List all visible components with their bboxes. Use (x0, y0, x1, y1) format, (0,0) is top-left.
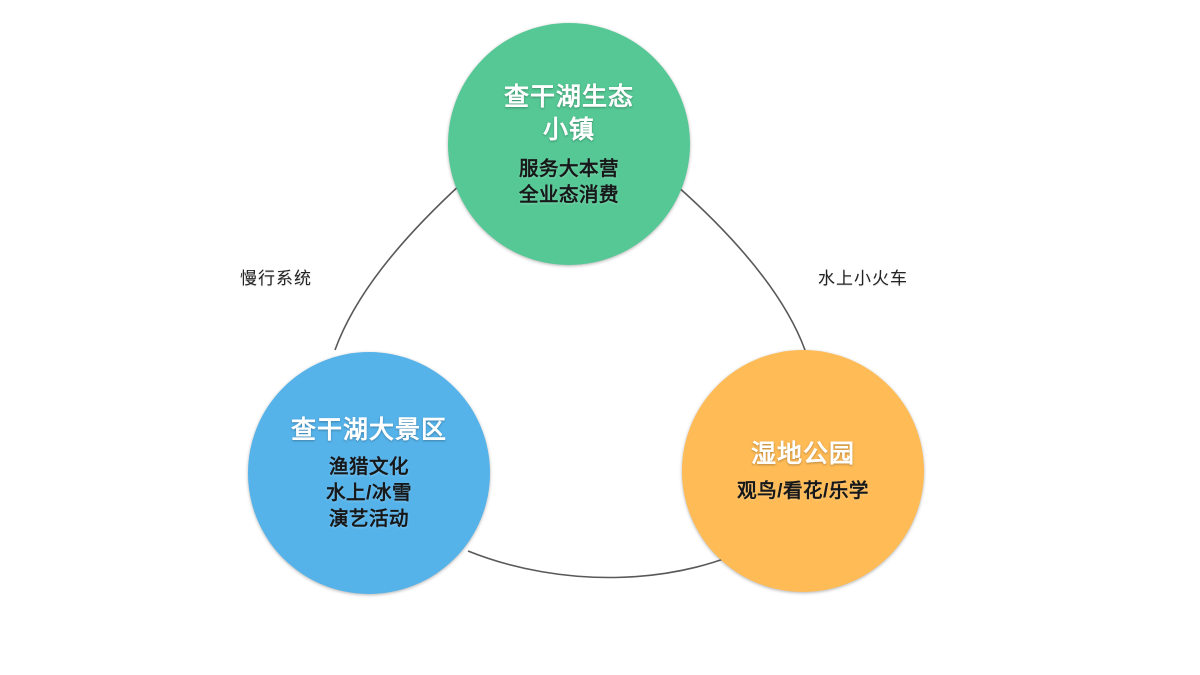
node-scenic-area-subtitle: 渔猎文化 水上/冰雪 演艺活动 (326, 456, 412, 530)
connector-arc-town-to-wetland (675, 184, 806, 351)
node-wetland-park-title: 湿地公园 (750, 440, 855, 468)
connector-arc-town-to-scenic (334, 182, 463, 351)
node-scenic-area[interactable]: 查干湖大景区 渔猎文化 水上/冰雪 演艺活动 (248, 352, 490, 594)
node-eco-town-subtitle: 服务大本营 全业态消费 (518, 157, 619, 206)
node-wetland-park[interactable]: 湿地公园 观鸟/看花/乐学 (682, 350, 924, 592)
node-wetland-park-subtitle: 观鸟/看花/乐学 (737, 480, 869, 502)
edge-label-water-train: 水上小火车 (818, 269, 908, 288)
node-eco-town[interactable]: 查干湖生态 小镇 服务大本营 全业态消费 (448, 23, 690, 265)
edge-label-slow-traffic-system: 慢行系统 (240, 269, 312, 288)
node-scenic-area-title: 查干湖大景区 (290, 416, 447, 444)
node-eco-town-title: 查干湖生态 小镇 (503, 82, 634, 144)
